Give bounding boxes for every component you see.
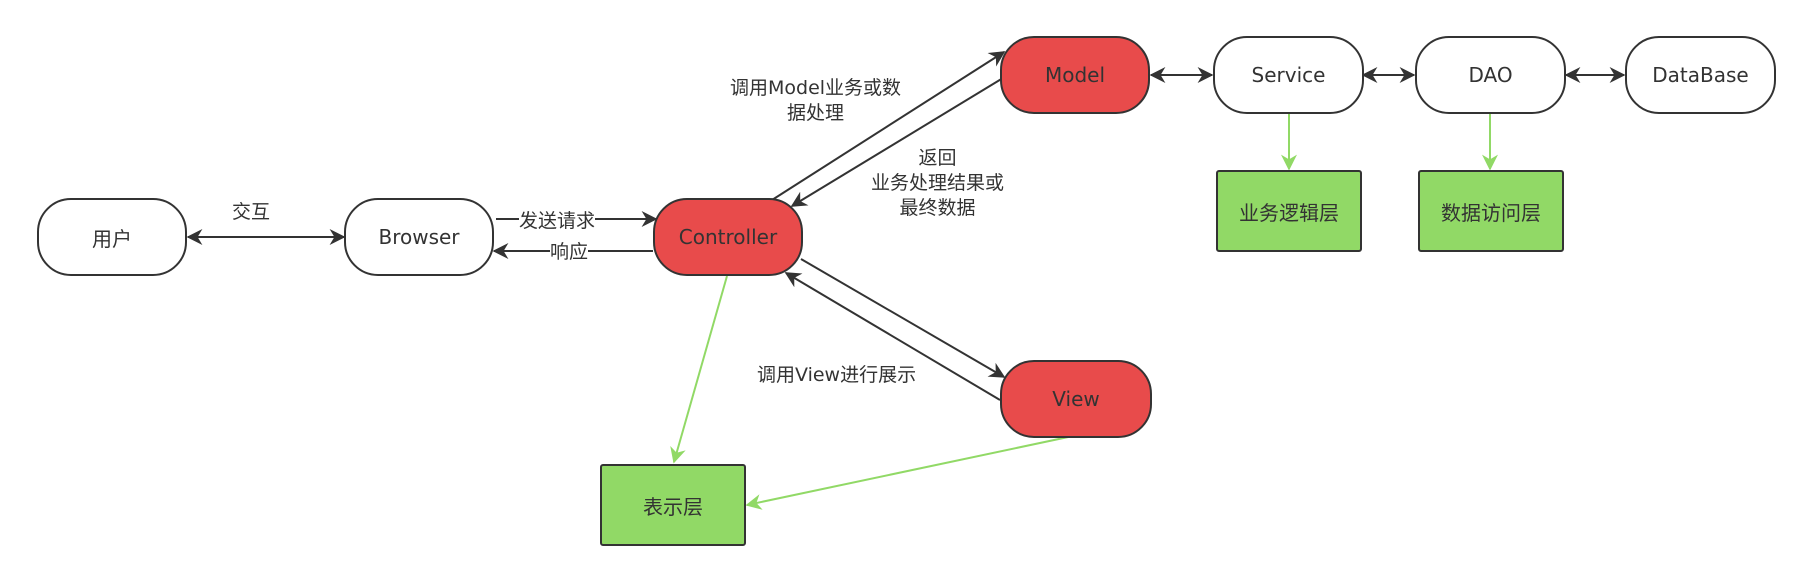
node-service: Service [1213, 36, 1364, 114]
label-call-view: 调用View进行展示 [757, 364, 917, 386]
node-dao: DAO [1415, 36, 1566, 114]
label-call-model: 调用Model业务或数 据处理 [730, 76, 901, 126]
label-send-request: 发送请求 [519, 209, 596, 234]
node-business-layer: 业务逻辑层 [1216, 170, 1362, 252]
label-call-model-line1: 调用Model业务或数 [730, 77, 902, 99]
label-return-line1: 返回 [918, 147, 957, 169]
node-user: 用户 [37, 198, 187, 276]
label-return-line3: 最终数据 [899, 197, 976, 219]
label-return: 返回 业务处理结果或 最终数据 [871, 146, 1004, 221]
node-model: Model [1000, 36, 1150, 114]
label-response: 响应 [550, 240, 589, 265]
arrow-view-presentation [745, 435, 1074, 510]
arrow-controller-model [771, 51, 1006, 201]
node-controller: Controller [653, 198, 803, 276]
node-browser: Browser [344, 198, 494, 276]
arrow-model-controller [790, 77, 1004, 207]
label-interact: 交互 [232, 201, 271, 223]
node-view: View [1000, 360, 1152, 438]
label-return-line2: 业务处理结果或 [871, 172, 1005, 194]
arrow-controller-view [800, 258, 1006, 378]
node-data-access-layer: 数据访问层 [1418, 170, 1564, 252]
node-database: DataBase [1625, 36, 1776, 114]
label-call-model-line2: 据处理 [787, 102, 845, 124]
node-presentation-layer: 表示层 [600, 464, 746, 546]
arrow-view-controller [784, 272, 1001, 401]
arrow-controller-presentation [670, 275, 728, 464]
